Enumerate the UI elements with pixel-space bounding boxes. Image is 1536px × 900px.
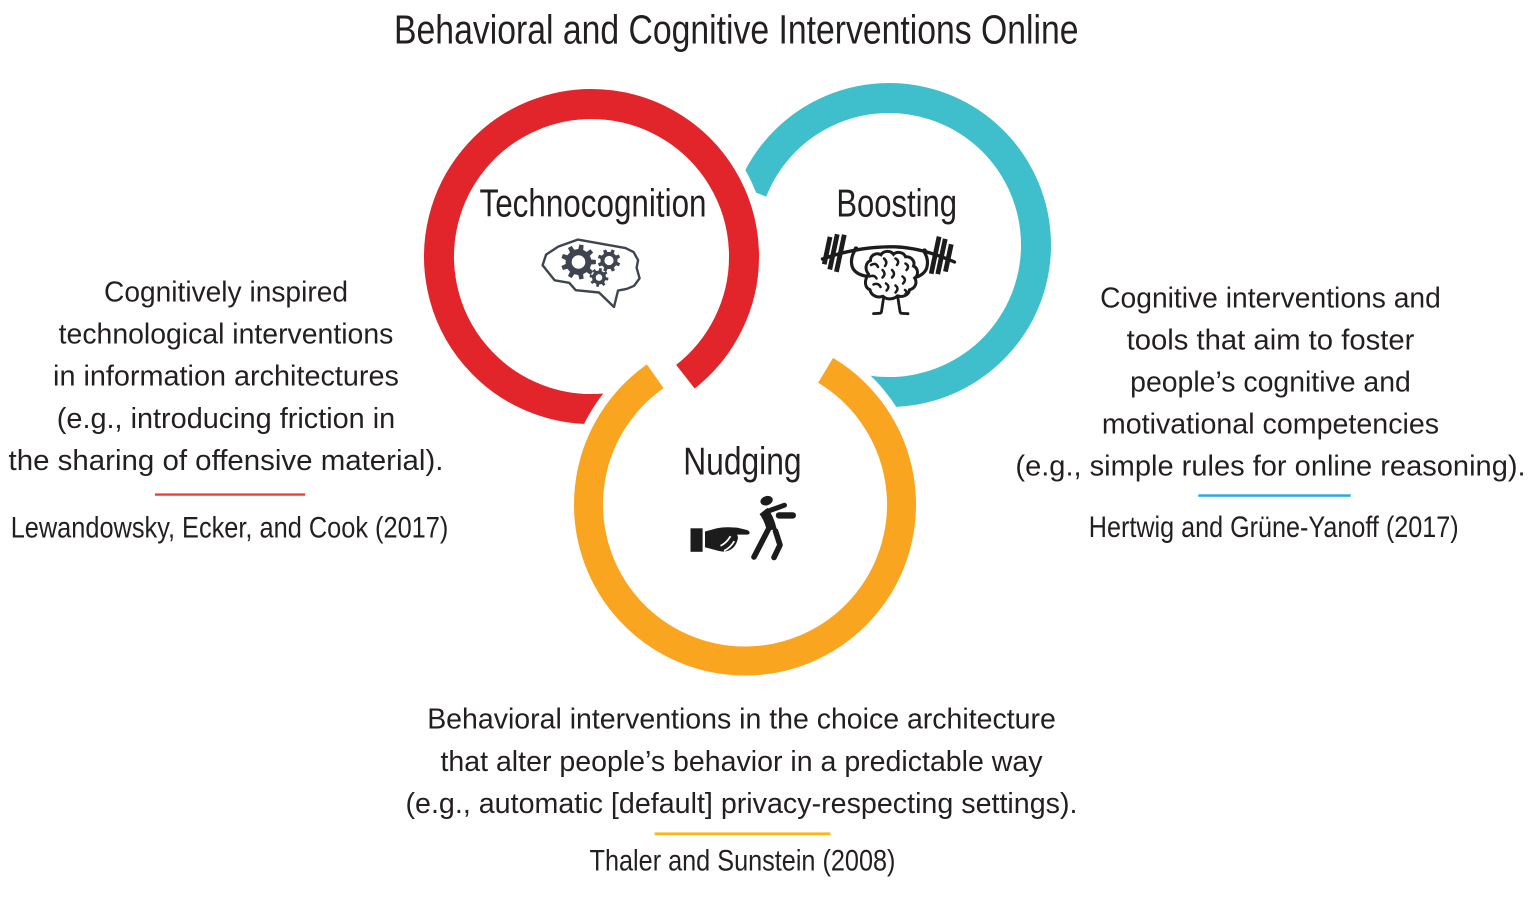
svg-text:motivational competencies: motivational competencies: [1102, 409, 1439, 441]
svg-text:(e.g., automatic [default] pri: (e.g., automatic [default] privacy-respe…: [406, 788, 1078, 820]
svg-text:Lewandowsky, Ecker, and Cook (: Lewandowsky, Ecker, and Cook (2017): [11, 512, 449, 545]
svg-text:people’s cognitive and: people’s cognitive and: [1130, 367, 1411, 399]
svg-text:Thaler and Sunstein (2008): Thaler and Sunstein (2008): [590, 845, 896, 878]
svg-text:the sharing of offensive mater: the sharing of offensive material).: [9, 445, 444, 477]
svg-text:Cognitively inspired: Cognitively inspired: [104, 276, 348, 308]
svg-text:Cognitive interventions and: Cognitive interventions and: [1100, 283, 1441, 315]
svg-text:Boosting: Boosting: [836, 183, 957, 226]
svg-text:in information architectures: in information architectures: [53, 361, 399, 393]
svg-text:Behavioral interventions in th: Behavioral interventions in the choice a…: [427, 704, 1056, 736]
svg-text:Technocognition: Technocognition: [480, 183, 707, 226]
svg-text:technological interventions: technological interventions: [59, 319, 394, 351]
svg-text:tools that aim to foster: tools that aim to foster: [1127, 325, 1415, 357]
svg-text:that alter people’s behavior i: that alter people’s behavior in a predic…: [440, 746, 1043, 778]
svg-text:Behavioral and Cognitive Inter: Behavioral and Cognitive Interventions O…: [394, 6, 1079, 52]
svg-text:Nudging: Nudging: [683, 440, 801, 483]
svg-text:(e.g., introducing friction in: (e.g., introducing friction in: [57, 403, 395, 435]
svg-text:(e.g., simple rules for online: (e.g., simple rules for online reasoning…: [1015, 451, 1525, 483]
svg-text:Hertwig and Grüne-Yanoff (2017: Hertwig and Grüne-Yanoff (2017): [1089, 511, 1459, 544]
